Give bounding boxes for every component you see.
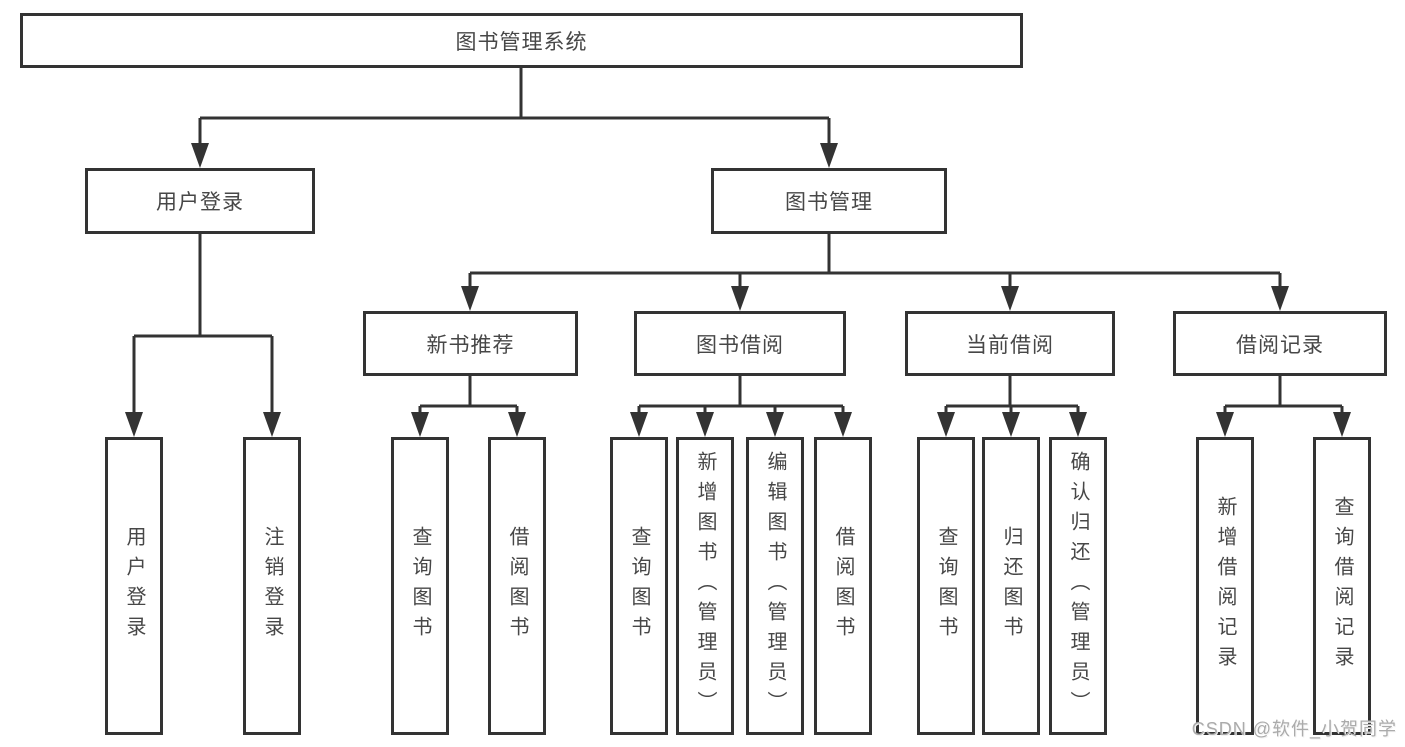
node-user-login-branch: 用户登录: [85, 168, 315, 234]
node-book-borrow-label: 图书借阅: [696, 333, 784, 357]
node-add-borrow-record: 新增借阅记录: [1196, 437, 1254, 735]
node-logout-label: 注销登录: [261, 526, 283, 646]
node-edit-books-admin-label: 编辑图书（管理员）: [764, 451, 786, 721]
node-new-book-recommend-label: 新书推荐: [426, 333, 515, 357]
node-borrow-records: 借阅记录: [1173, 311, 1387, 376]
node-query-borrow-record-label: 查询借阅记录: [1331, 496, 1353, 676]
node-user-login: 用户登录: [105, 437, 163, 735]
node-return-books: 归还图书: [982, 437, 1040, 735]
node-query-books-current: 查询图书: [917, 437, 975, 735]
node-borrow-books-recommend: 借阅图书: [488, 437, 546, 735]
node-book-management: 图书管理: [711, 168, 947, 234]
node-borrow-books: 借阅图书: [814, 437, 872, 735]
node-book-management-label: 图书管理: [785, 191, 873, 214]
node-add-borrow-record-label: 新增借阅记录: [1214, 496, 1236, 676]
node-user-login-label: 用户登录: [123, 526, 145, 646]
node-confirm-return-admin-label: 确认归还（管理员）: [1067, 451, 1089, 721]
node-logout: 注销登录: [243, 437, 301, 735]
node-borrow-records-label: 借阅记录: [1236, 333, 1324, 357]
node-return-books-label: 归还图书: [1000, 526, 1022, 646]
node-root-label: 图书管理系统: [455, 30, 588, 54]
node-query-books-recommend: 查询图书: [391, 437, 449, 735]
node-current-borrow: 当前借阅: [905, 311, 1115, 376]
node-add-books-admin-label: 新增图书（管理员）: [694, 451, 716, 721]
node-query-books-recommend-label: 查询图书: [409, 526, 431, 646]
node-query-books-borrow-label: 查询图书: [628, 526, 650, 646]
arrowheads: [125, 143, 1351, 437]
node-query-borrow-record: 查询借阅记录: [1313, 437, 1371, 735]
node-add-books-admin: 新增图书（管理员）: [676, 437, 734, 735]
node-query-books-borrow: 查询图书: [610, 437, 668, 735]
node-root: 图书管理系统: [20, 13, 1023, 68]
node-book-borrow: 图书借阅: [634, 311, 846, 376]
node-borrow-books-recommend-label: 借阅图书: [506, 526, 528, 646]
node-new-book-recommend: 新书推荐: [363, 311, 578, 376]
csdn-watermark: CSDN @软件_小贺同学: [1191, 719, 1397, 739]
node-edit-books-admin: 编辑图书（管理员）: [746, 437, 804, 735]
node-query-books-current-label: 查询图书: [935, 526, 957, 646]
node-confirm-return-admin: 确认归还（管理员）: [1049, 437, 1107, 735]
node-borrow-books-label: 借阅图书: [832, 526, 854, 646]
node-current-borrow-label: 当前借阅: [966, 333, 1054, 357]
node-user-login-branch-label: 用户登录: [156, 191, 244, 214]
